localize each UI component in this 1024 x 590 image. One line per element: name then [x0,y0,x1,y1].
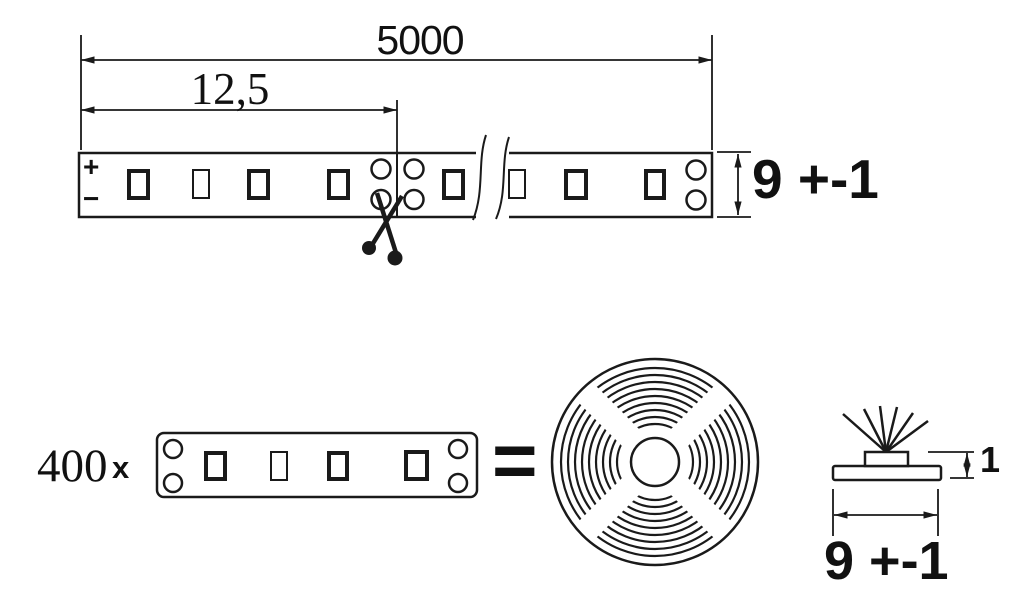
pcb-side [831,464,943,482]
strip-height-dimension [928,451,974,479]
led-side [863,450,910,468]
led-chips [127,169,666,200]
solder-pads [162,438,469,494]
solder-pad [403,158,425,180]
strip-width-label: 9 +-1 [752,148,879,210]
light-ray [884,406,899,453]
strip-width-dimension [717,151,751,218]
strip-width-label-bottom: 9 +-1 [824,531,949,590]
wound-strip-arcs [559,366,751,558]
led-chip [127,169,150,200]
solder-pad [162,472,184,494]
segment-count-label: 400 [37,440,108,492]
resistor-chip [192,169,210,199]
led-chip [247,169,270,200]
break-marks [472,134,510,221]
led-reel [550,357,760,567]
strip-segment [155,431,479,499]
scissors-icon [362,192,404,266]
segment-outline [155,431,479,499]
scissors-handle [362,241,376,255]
light-ray [884,412,915,453]
led-chip [442,169,465,200]
led-chip [327,169,350,200]
break-wave [495,136,510,220]
led-chip [327,451,349,481]
strip-width-dimension-bottom [832,489,939,536]
solder-pads [370,158,707,211]
polarity-minus-label: − [83,183,100,214]
led-chip [404,450,429,481]
resistor-chip [270,451,288,481]
strip-top-view [77,134,714,221]
solder-pad [447,438,469,460]
multiplier-label: x [112,450,130,485]
reel-hub [629,436,681,488]
reel-rim [550,357,760,567]
resistor-chip [508,169,526,199]
light-rays [842,405,929,454]
polarity-plus-label: + [83,151,100,182]
equals-sign: = [492,416,538,504]
total-length-dimension [80,35,713,150]
cut-increment-label: 12,5 [190,64,270,114]
light-ray [885,419,929,454]
solder-pad [685,189,707,211]
strip-side-view [831,405,974,536]
light-ray [878,405,888,453]
solder-pad [447,472,469,494]
led-chip [204,451,227,481]
solder-pad [403,188,425,211]
solder-pad [685,159,707,181]
break-wave [472,134,487,221]
led-chip [644,169,666,200]
total-length-label: 5000 [376,17,464,63]
led-chips [204,450,429,481]
solder-pad [162,438,184,460]
resistor-chips [192,169,526,199]
light-ray [842,413,887,453]
light-ray [862,408,888,453]
strip-height-label: 1 [980,439,1001,480]
reel-spoke-gaps [570,377,740,547]
scissors-blade [374,192,400,257]
scissors-handle [387,250,403,266]
cut-increment-dimension [81,100,398,152]
solder-pad [370,158,392,180]
led-chip [564,169,588,200]
